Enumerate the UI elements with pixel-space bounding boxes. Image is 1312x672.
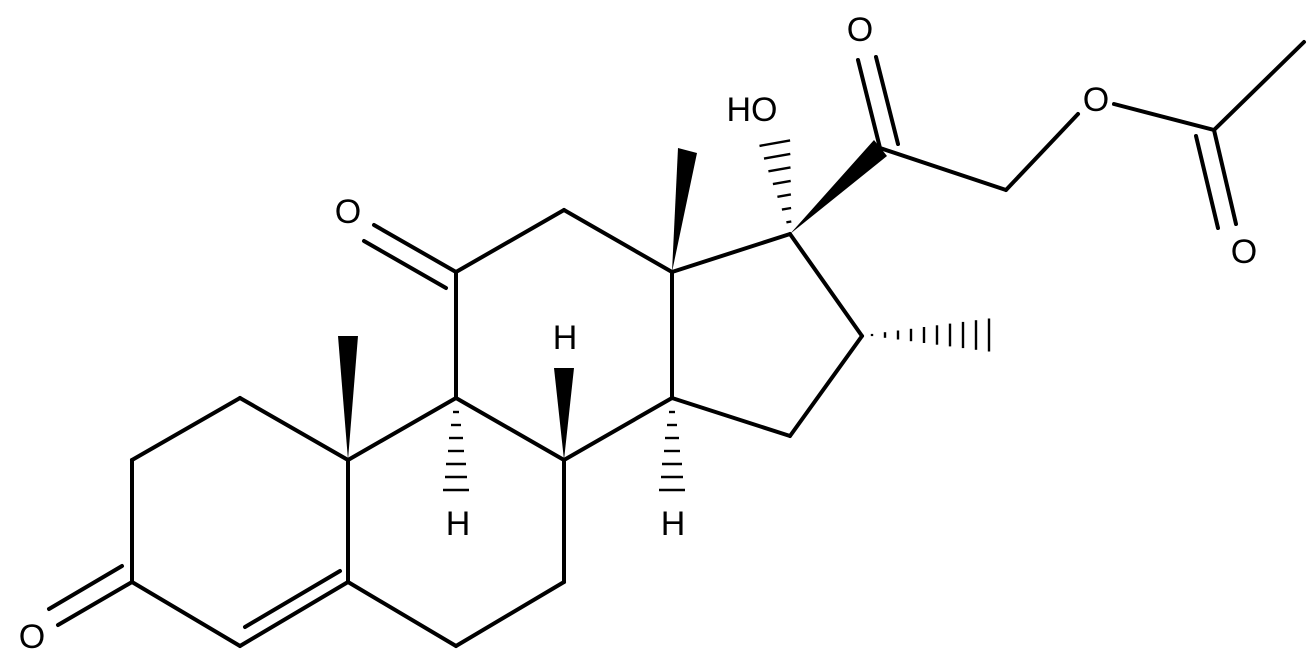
- bond-c9-c10: [346, 396, 458, 462]
- hash-h14: [659, 410, 685, 492]
- bond-cacyl-methyl: [1212, 40, 1306, 132]
- bond-c16-c15: [788, 334, 864, 438]
- atom-o11: O: [335, 193, 361, 231]
- atom-o20: O: [847, 11, 873, 49]
- bond-cacyl-oacyl: [1212, 128, 1238, 226]
- bond-c11-o11: [372, 223, 458, 274]
- atom-h14: H: [661, 505, 686, 543]
- bond-c13-c17: [670, 232, 792, 274]
- wedge-c13-methyl: [672, 148, 697, 272]
- bond-c4-c5: [238, 580, 350, 648]
- atom-o-acetyl: O: [1231, 233, 1257, 271]
- bond-c12-c13: [562, 208, 674, 274]
- atom-h9: H: [446, 505, 471, 543]
- bond-c4-c5-double: [243, 569, 342, 629]
- bond-o21-cacyl: [1112, 102, 1216, 132]
- bond-c20-o20-double: [874, 55, 900, 146]
- bond-c3-o3-double: [47, 564, 124, 611]
- bond-c3-o3: [56, 580, 134, 627]
- bond-c15-c14: [670, 396, 792, 438]
- bond-c3-c4: [130, 580, 242, 648]
- bond-c17-c16: [788, 232, 864, 338]
- bond-c11-o11-double: [362, 239, 448, 290]
- hash-c17-oh: [759, 139, 792, 224]
- bond-c8-c9: [454, 396, 566, 462]
- bond-c20-o20: [856, 58, 882, 150]
- bond-c20-c21: [878, 146, 1008, 192]
- bond-c14-c8: [562, 396, 674, 462]
- atom-h8: H: [553, 319, 578, 357]
- hash-h9: [443, 410, 469, 492]
- bond-c10-c1: [238, 396, 350, 462]
- wedge-c10-methyl: [338, 336, 358, 460]
- bond-c5-c6: [346, 580, 458, 648]
- bond-c21-o21: [1004, 112, 1080, 192]
- atom-oh17: HO: [727, 91, 778, 129]
- wedge-c17-c20: [790, 140, 887, 234]
- hash-c16-methyl: [870, 318, 991, 352]
- bond-c11-c12: [454, 208, 566, 274]
- bond-cacyl-oacyl-double: [1194, 134, 1220, 230]
- atom-o3: O: [19, 618, 45, 656]
- atom-o21: O: [1083, 81, 1109, 119]
- bond-c6-c7: [454, 580, 566, 648]
- wedge-h8: [554, 368, 574, 460]
- bond-c1-c2: [130, 396, 242, 462]
